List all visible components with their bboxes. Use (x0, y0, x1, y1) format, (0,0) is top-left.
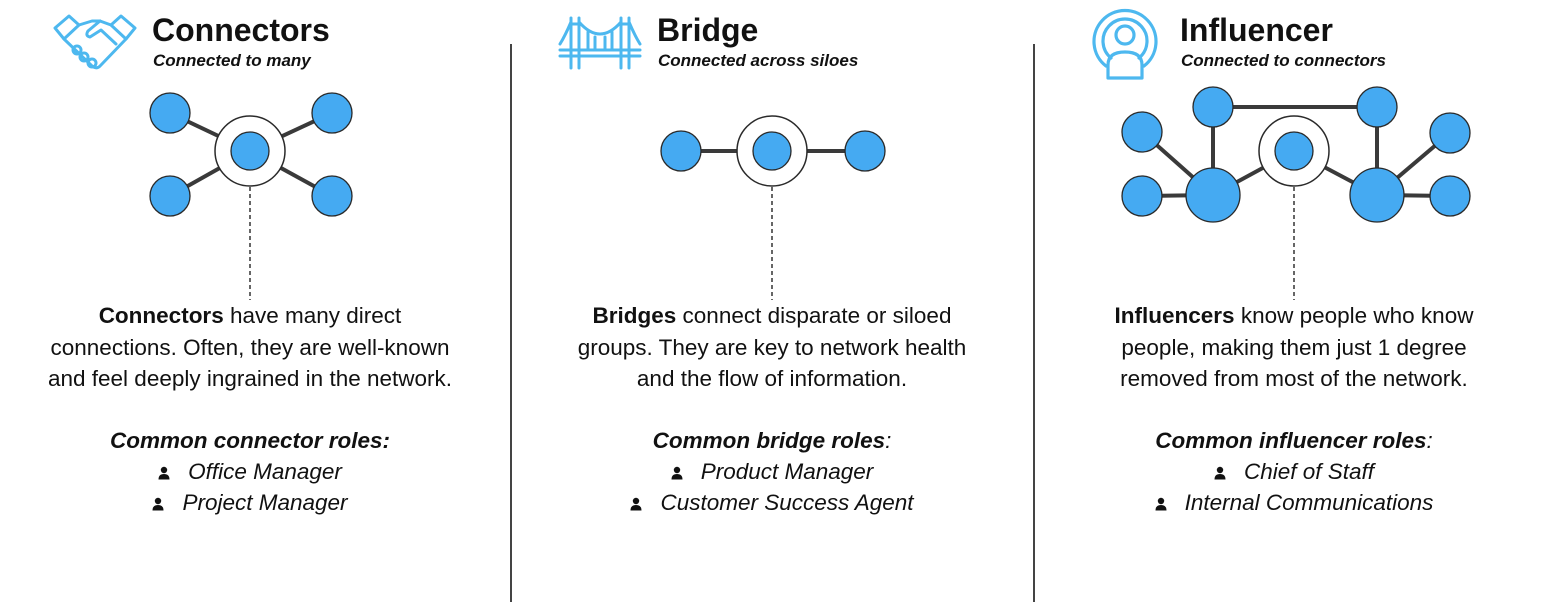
influencer-subtitle: Connected to connectors (1181, 51, 1386, 70)
bridge-subtitle: Connected across siloes (658, 51, 859, 70)
graph-node (1121, 111, 1163, 153)
role-label: Internal Communications (1184, 490, 1434, 515)
connectors-desc-line2: connections. Often, they are well-known (50, 334, 450, 360)
person-icon (671, 459, 683, 487)
influencer-desc-bold: Influencers (1114, 303, 1235, 328)
graph-node (1192, 86, 1234, 128)
person-icon (630, 490, 642, 518)
column-divider (510, 44, 512, 602)
bridge-roles-title: Common bridge roles (652, 428, 886, 453)
role-item: Product Manager (522, 458, 1022, 487)
graph-node (1356, 86, 1398, 128)
graph-node (1429, 112, 1471, 154)
bridge-title: Bridge (657, 12, 759, 48)
influencer-roles-title: Common influencer roles (1155, 428, 1427, 453)
influencer-description: Influencers know people who know people,… (1044, 300, 1544, 395)
role-label: Customer Success Agent (660, 490, 914, 515)
bridge-desc-line1: connect disparate or siloed (676, 303, 952, 328)
roles-colon: : (885, 428, 892, 453)
connectors-desc-bold: Connectors (98, 303, 224, 328)
person-icon (1214, 459, 1226, 487)
influencer-network-graph (1121, 86, 1471, 300)
person-icon (152, 490, 164, 518)
bridge-network-graph (660, 115, 886, 300)
role-item: Internal Communications (1044, 489, 1544, 518)
influencer-desc-line3: removed from most of the network. (1120, 366, 1468, 391)
role-item: Customer Success Agent (522, 489, 1022, 518)
connectors-network-graph (149, 92, 353, 300)
graph-node (149, 92, 191, 134)
influencer-roles-heading: Common influencer roles: (1044, 427, 1544, 455)
bridge-icon (558, 14, 642, 77)
graph-node (1429, 175, 1471, 217)
graph-node (1121, 175, 1163, 217)
central-node (1274, 131, 1314, 171)
person-icon (158, 459, 170, 487)
connectors-roles-heading: Common connector roles: (0, 427, 500, 455)
bridge-description: Bridges connect disparate or siloed grou… (522, 300, 1022, 395)
role-item: Project Manager (0, 489, 500, 518)
graph-node (660, 130, 702, 172)
influencer-desc-line1: know people who know (1234, 303, 1474, 328)
bridge-desc-line3: and the flow of information. (636, 366, 908, 391)
column-divider (1033, 44, 1035, 602)
connectors-title: Connectors (152, 12, 330, 48)
graph-node (149, 175, 191, 217)
role-label: Chief of Staff (1243, 459, 1375, 484)
role-label: Project Manager (182, 490, 348, 515)
bridge-desc-bold: Bridges (592, 303, 677, 328)
role-label: Office Manager (188, 459, 342, 484)
role-label: Product Manager (700, 459, 874, 484)
central-node (752, 131, 792, 171)
bridge-column: Bridge Connected across siloes Bridges c… (522, 0, 1022, 602)
connectors-desc-line3: and feel deeply ingrained in the network… (47, 366, 453, 391)
connectors-description: Connectors have many direct connections.… (0, 300, 500, 395)
graph-node (844, 130, 886, 172)
connectors-roles-title: Common connector roles (109, 428, 383, 453)
roles-colon: : (382, 428, 391, 453)
connectors-subtitle: Connected to many (153, 51, 311, 70)
connectors-desc-line1: have many direct (223, 303, 402, 328)
connectors-column: Connectors Connected to many Connectors … (0, 0, 500, 602)
influencer-desc-line2: people, making them just 1 degree (1121, 334, 1467, 360)
graph-node (311, 175, 353, 217)
role-item: Office Manager (0, 458, 500, 487)
roles-colon: : (1426, 428, 1433, 453)
influencer-title: Influencer (1180, 12, 1333, 48)
handshake-icon (52, 8, 138, 79)
connector-node (1185, 167, 1241, 223)
role-item: Chief of Staff (1044, 458, 1544, 487)
influencer-column: Influencer Connected to connectors (1044, 0, 1544, 602)
connector-node (1349, 167, 1405, 223)
bridge-roles-heading: Common bridge roles: (522, 427, 1022, 455)
central-node (230, 131, 270, 171)
bridge-desc-line2: groups. They are key to network health (577, 334, 967, 360)
graph-node (311, 92, 353, 134)
person-icon (1155, 490, 1167, 518)
broadcast-person-icon (1084, 2, 1166, 87)
